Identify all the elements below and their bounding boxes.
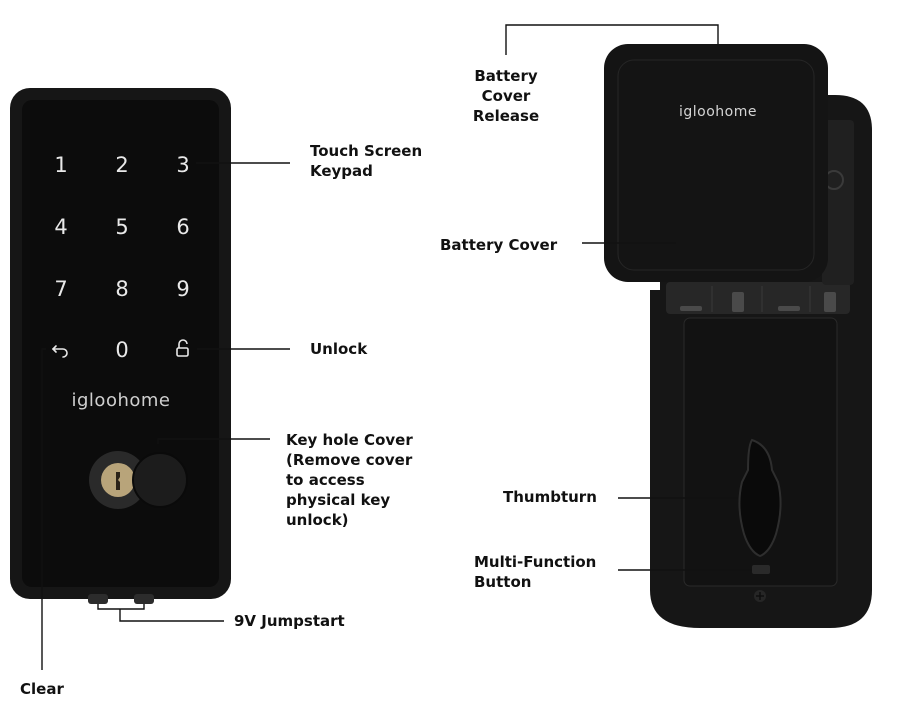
key-7: 7	[54, 277, 67, 301]
leader-battery-cover-release	[505, 24, 719, 55]
side-compartment	[822, 120, 854, 285]
thumbturn	[738, 438, 782, 558]
label-thumbturn: Thumbturn	[503, 488, 597, 506]
label-clear: Clear	[20, 680, 64, 698]
key-1: 1	[54, 153, 67, 177]
battery-springs	[680, 292, 836, 312]
key-4: 4	[54, 215, 67, 239]
clear-arrow-icon	[51, 345, 68, 358]
leader-lines	[41, 24, 752, 670]
battery-cover	[604, 44, 828, 282]
key-5: 5	[115, 215, 128, 239]
battery-cover-outline	[617, 59, 815, 271]
key-0: 0	[115, 338, 128, 362]
leader-jumpstart-bracket	[97, 604, 145, 610]
label-key-hole-cover: Key hole Cover (Remove cover to access p…	[286, 431, 413, 529]
front-brand-logo: igloohome	[72, 390, 171, 411]
keyhole-icon	[116, 472, 120, 490]
label-unlock: Unlock	[310, 340, 368, 358]
key-2: 2	[115, 153, 128, 177]
label-battery-cover-release: Battery Cover Release	[472, 67, 540, 125]
label-touch-screen-keypad: Touch Screen Keypad	[310, 142, 423, 180]
label-9v-jumpstart: 9V Jumpstart	[234, 612, 345, 630]
leader-jumpstart	[119, 609, 224, 622]
key-6: 6	[176, 215, 189, 239]
leader-clear	[41, 348, 46, 670]
key-9: 9	[176, 277, 189, 301]
jumpstart-terminal-right	[134, 594, 154, 604]
leader-key-hole-cover	[157, 438, 270, 444]
key-3: 3	[176, 153, 189, 177]
unlock-padlock-icon	[176, 339, 189, 357]
battery-slot-dividers	[711, 286, 811, 312]
screw-cross	[756, 592, 764, 600]
front-keypad-unit: 1 2 3 4 5 6 7 8 9 0 igloohome	[10, 88, 231, 604]
label-multi-function-button: Multi-Function Button	[474, 553, 597, 591]
jumpstart-terminal-left	[88, 594, 108, 604]
back-brand-logo: igloohome	[679, 104, 757, 120]
multi-function-button	[752, 565, 770, 574]
key-8: 8	[115, 277, 128, 301]
back-interior-unit: igloohome	[604, 44, 872, 628]
label-battery-cover: Battery Cover	[440, 236, 558, 254]
key-hole-cover	[132, 452, 188, 508]
